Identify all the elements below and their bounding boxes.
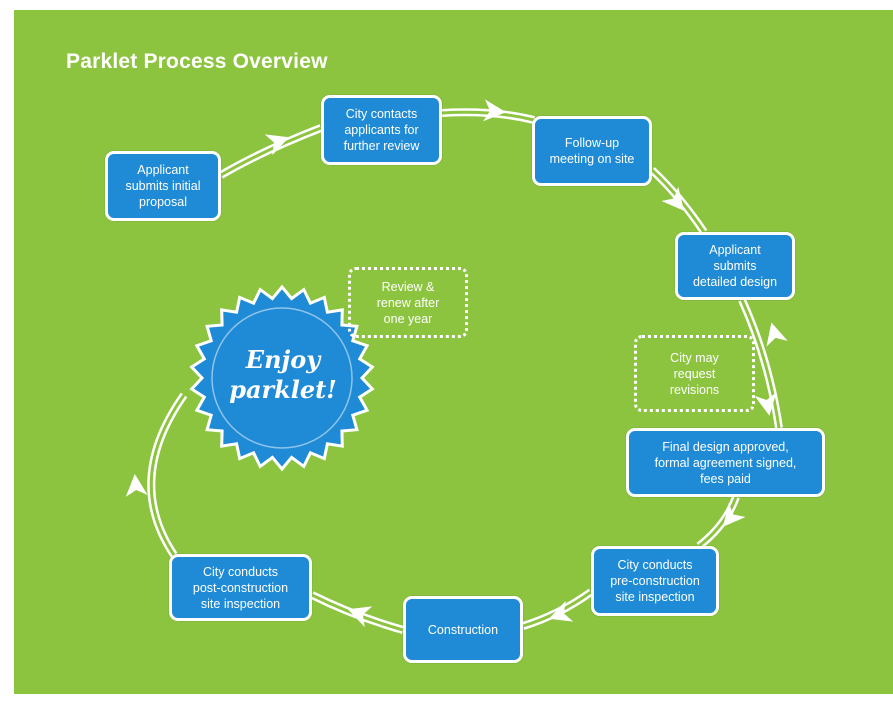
note-review-renew-label: Review & renew after one year [376,279,440,326]
step-post-construction-inspection: City conducts post-construction site ins… [169,554,312,621]
step-detailed-design-label: Applicant submits detailed design [692,243,778,289]
step-construction-label: Construction [427,622,499,637]
step-pre-construction-inspection-label: City conducts pre-construction site insp… [610,558,700,604]
connector-inner-3 [740,299,781,429]
step-construction: Construction [403,596,523,663]
arrowhead-5 [723,502,746,527]
arrowhead-1 [483,99,506,122]
step-initial-proposal: Applicant submits initial proposal [105,151,221,221]
step-follow-up-meeting: Follow-up meeting on site [532,116,652,186]
step-post-construction-inspection-label: City conducts post-construction site ins… [192,564,289,611]
seal-text: Enjoy parklet! [229,345,337,404]
step-city-contacts: City contacts applicants for further rev… [321,95,442,165]
step-detailed-design: Applicant submits detailed design [675,232,795,300]
diagram-title: Parklet Process Overview [66,50,328,73]
arrowhead-3 [766,322,788,347]
arrowhead-4 [754,392,777,416]
step-initial-proposal-label: Applicant submits initial proposal [125,163,201,209]
connector-outer-5 [521,588,594,630]
step-final-approval-label: Final design approved, formal agreement … [654,439,797,486]
note-request-revisions-label: City may request revisions [669,350,720,397]
step-city-contacts-label: City contacts applicants for further rev… [343,107,420,153]
step-follow-up-meeting-label: Follow-up meeting on site [549,136,635,166]
arrowhead-8 [125,474,148,497]
connector-inner-4 [698,496,738,548]
arrowhead-0 [264,134,290,156]
seal-inner-ring [211,307,353,449]
connector-inner-7 [149,394,186,556]
connector-inner-0 [220,126,322,177]
step-pre-construction-inspection: City conducts pre-construction site insp… [591,546,719,616]
arrowhead-7 [347,606,373,628]
arrowhead-2 [661,186,684,211]
process-flow-lines [125,99,788,634]
note-request-revisions: City may request revisions [634,335,755,412]
step-final-approval: Final design approved, formal agreement … [626,428,825,497]
arrowhead-6 [548,600,574,622]
note-review-renew: Review & renew after one year [348,267,468,338]
diagram-canvas: Parklet Process Overview Applicant submi… [14,10,893,694]
